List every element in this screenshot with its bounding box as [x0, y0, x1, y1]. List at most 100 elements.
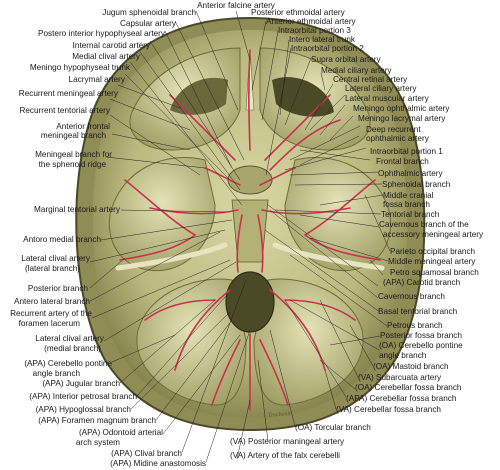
artery-right-occipital [259, 339, 289, 406]
orbital-opening-left [170, 77, 228, 115]
label-apa-cerebello-pontine-2: angle branch [32, 369, 80, 378]
label-oa-cerebello-pontine: (OA) Cerebello pontine [379, 341, 463, 350]
label-apa-carotid-branch: (APA) Carotid branch [383, 278, 461, 287]
artery-left-carotid-siphon [204, 167, 241, 186]
label-jugum-sphenoidal-branch: Jugum sphenoidal branch [102, 8, 196, 17]
label-anterior-frontal-meningeal-branch-2: meningeal branch [40, 131, 106, 140]
label-apa-foramen-magnum-branch: (APA) Foramen magnum branch [38, 416, 156, 425]
label-petro-squamosal-branch: Petro squamosal branch [390, 268, 479, 277]
label-meningo-ophthalmic-artery: Meningo ophthalmic artery [353, 104, 450, 113]
artery-right-mastoid [284, 299, 356, 321]
label-middle-cranial-fossa-branch-2: fossa branch [383, 200, 430, 209]
label-lateral-ciliary-artery: Lateral ciliary artery [345, 84, 417, 93]
label-va-cerebellar-fossa-branch: (VA) Cerebellar fossa branch [336, 405, 441, 414]
left-middle-fossa [108, 156, 216, 272]
label-marginal-tentorial-artery: Marginal tentorial artery [33, 205, 120, 214]
foramen-magnum [225, 271, 275, 333]
label-oa-mastoid-branch: (OA) Mastoid branch [373, 362, 449, 371]
label-supra-orbital-artery: Supra orbital artery [311, 55, 381, 64]
label-apa-jugular-branch: (APA) Jugular branch [42, 379, 120, 388]
label-antero-medial-branch: Antoro medial branch [23, 235, 101, 244]
label-lateral-clival-artery-medial: Lateral clival artery [35, 334, 104, 343]
label-apa-odontoid-arterial-arch: (APA) Odontoid arterial [78, 428, 163, 437]
label-apa-hypoglossal-branch: (APA) Hypoglossal branch [35, 405, 131, 414]
sella-turcica [227, 165, 273, 195]
artery-right-anterior-meningeal [264, 94, 331, 161]
label-meningo-hypophyseal-trunk: Meningo hypophyseal trunk [29, 63, 130, 72]
label-lateral-clival-artery-lateral: Lateral clival artery [21, 254, 90, 263]
label-cavernous-branch-accessory-2: accessory meningeal artery [383, 230, 484, 239]
artery-left-mm-posterior [119, 234, 196, 261]
label-lateral-muscular-artery: Lateral muscular artery [345, 94, 429, 103]
label-recurrent-artery-foramen-lacerum: Recurrent artery of the [10, 309, 92, 318]
arteries [119, 49, 381, 411]
label-va-artery-falx-cerebelli: (VA) Artery of the falx cerebelli [230, 451, 340, 460]
label-lateral-clival-artery-lateral-2: (lateral branch) [24, 264, 80, 273]
label-meningo-lacrymal-artery: Meningo lacrymal artery [358, 114, 446, 123]
label-apa-midline-anastomosis: (APA) Midine anastomosis [110, 459, 206, 468]
artery-left-mastoid [144, 299, 216, 321]
label-va-posterior-meningeal-artery: (VA) Posterior maningeal artery [230, 437, 345, 446]
label-petrous-branch: Petrous branch [387, 321, 443, 330]
artery-left-posterior-fossa [174, 289, 231, 371]
artery-clival-right [257, 214, 264, 273]
label-ophthalmic-artery: Ophthalmic artery [378, 169, 443, 178]
label-posterior-fossa-branch: Posterior fossa branch [380, 331, 462, 340]
label-antero-lateral-branch: Antero lateral branch [13, 297, 90, 306]
label-meningeal-branch-sphenoid-ridge: Meningeal branch for [35, 150, 112, 159]
left-posterior-fossa [136, 278, 247, 406]
label-apa-cerebellar-fossa-branch: (APA) Cerebellar fossa branch [346, 394, 457, 403]
label-deep-recurrent-ophthalmic-artery-2: ophthalmic artery [366, 134, 429, 143]
label-cavernous-branch-accessory: Cavernous branch of the [379, 220, 469, 229]
label-tentorial-branch: Tentorial branch [381, 210, 440, 219]
label-cavernous-branch: Cavernous branch [378, 292, 445, 301]
label-deep-recurrent-ophthalmic-artery: Deep recurrent [366, 125, 421, 134]
label-capsular-artery: Capsular artery [120, 19, 176, 28]
label-intraorbital-portion-1: Intraorbital portion 1 [370, 147, 443, 156]
label-meningeal-branch-sphenoid-ridge-2: the sphenoid ridge [38, 160, 106, 169]
artery-left-occipital [211, 339, 241, 406]
label-recurrent-artery-foramen-lacerum-2: foramen lacerum [18, 319, 80, 328]
label-posterior-branch: Posterior branch [27, 284, 88, 293]
label-apa-cerebello-pontine: (APA) Cerebello pontine [24, 359, 112, 368]
leader-lines [89, 10, 391, 463]
label-frontal-branch: Frontal branch [376, 157, 429, 166]
label-middle-meningeal-artery: Middle meningeal artery [388, 257, 476, 266]
label-va-subarcuata-artery: (VA) Subarcuata artery [358, 373, 442, 382]
artery-left-tentorial [149, 207, 239, 215]
artery-right-carotid-siphon [259, 167, 296, 186]
label-medial-clival-artery: Medial clival artery [72, 52, 140, 61]
artery-right-orbital-branch [269, 119, 341, 171]
label-apa-clival-branch: (APA) Clival branch [111, 449, 182, 458]
label-oa-cerebellar-fossa-branch: (OA) Cerebellar fossa branch [355, 383, 462, 392]
right-middle-fossa [284, 156, 392, 272]
label-anterior-frontal-meningeal-branch: Anterior frontal [56, 122, 110, 131]
label-medial-ciliary-artery: Medial ciliary artery [321, 66, 392, 75]
artery-left-anterior-meningeal [169, 94, 236, 161]
artery-clival-left [236, 214, 243, 273]
label-internal-carotid-artery: Internal carotid artery [72, 41, 150, 50]
label-recurrent-tentorial-artery: Recurrent tentorial artery [19, 106, 110, 115]
label-anterior-falcine-artery: Anterior falcine artery [197, 1, 275, 10]
label-apa-odontoid-arterial-arch-2: arch system [75, 438, 120, 447]
label-parieto-occipital-branch: Parieto occipital branch [390, 247, 476, 256]
artery-anterior-falcine [248, 49, 251, 151]
label-sphenoidal-branch: Sphenoidal branch [382, 180, 451, 189]
left-petrous-ridge [115, 242, 228, 271]
label-basal-tentorial-branch: Basal tentorial branch [378, 307, 458, 316]
right-petrous-ridge [272, 242, 385, 271]
label-intraorbital-portion-3: Intraorbital portion 3 [278, 26, 351, 35]
artery-right-tentorial [261, 207, 351, 215]
crista-galli [245, 49, 255, 111]
artery-right-mm-posterior [304, 234, 381, 261]
label-posterior-ethmoidal-artery: Posterior ethmoidal artery [251, 8, 345, 17]
label-oa-cerebello-pontine-2: angle branch [379, 351, 427, 360]
label-anterior-ethmoidal-artery: Anterior ethmoidal artery [266, 17, 356, 26]
artery-right-posterior-fossa [269, 289, 326, 371]
label-postero-interior-hypophyseal-artery: Postero interior hypophyseal artery [38, 29, 165, 38]
label-middle-cranial-fossa-branch: Middle cranial [383, 191, 434, 200]
label-lacrymal-artery: Lacrymal artery [68, 75, 125, 84]
label-central-retinal-artery: Central retinal artery [333, 75, 408, 84]
